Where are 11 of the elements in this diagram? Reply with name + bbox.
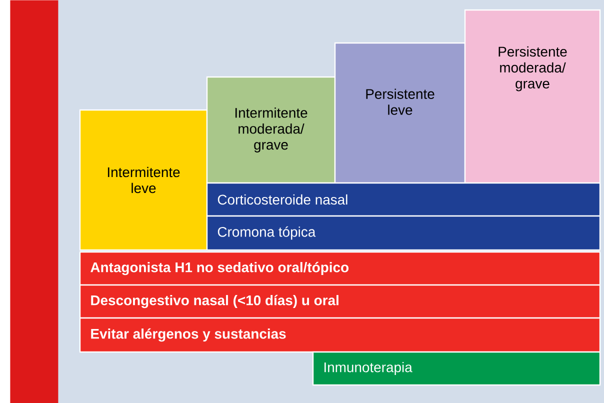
category-box: Persistente leve [334,42,466,184]
side-bar [10,0,58,403]
treatment-bar: Evitar alérgenos y sustancias [79,317,601,353]
treatment-bar: Antagonista H1 no sedativo oral/tópico [79,251,601,286]
treatment-bar: Corticosteroide nasal [206,182,601,217]
treatment-bar: Inmunoterapia [312,351,601,386]
treatment-bar: Descongestivo nasal (<10 días) u oral [79,284,601,319]
category-box: Intermitente moderada/ grave [206,76,336,184]
treatment-bar: Cromona tópica [206,215,601,251]
category-box: Persistente moderada/ grave [464,9,601,184]
category-box: Intermitente leve [79,109,208,251]
